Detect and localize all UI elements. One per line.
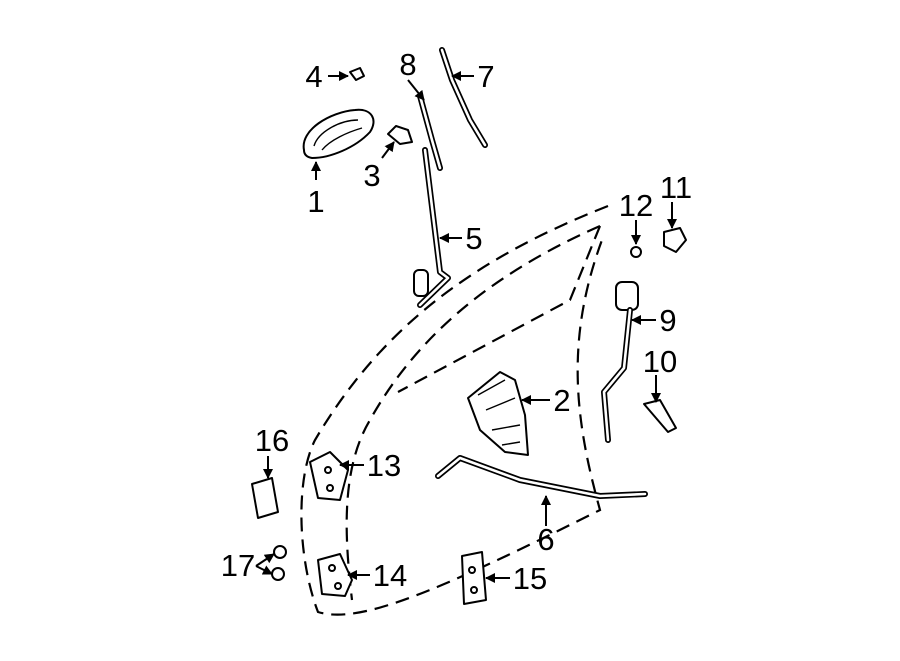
callout-5: 5 <box>465 221 482 256</box>
part-8-rod <box>417 93 443 171</box>
callout-13: 13 <box>367 448 401 483</box>
part-13-hinge <box>309 451 349 501</box>
part-11-bracket <box>663 227 687 253</box>
callout-4: 4 <box>305 59 322 94</box>
callout-6: 6 <box>537 522 554 557</box>
part-7-rod <box>439 47 488 148</box>
callout-3: 3 <box>363 158 380 193</box>
part-12-clip <box>630 246 642 258</box>
callout-14: 14 <box>373 558 407 593</box>
callout-16: 16 <box>255 423 289 458</box>
callout-1: 1 <box>307 184 324 219</box>
part-1-outside-handle <box>302 108 375 159</box>
part-17-plugs <box>271 545 287 581</box>
part-15-hinge <box>461 551 487 605</box>
part-3-clip <box>387 125 413 145</box>
part-2-latch <box>467 371 529 456</box>
callout-2: 2 <box>553 383 570 418</box>
leader-arrows <box>255 71 677 583</box>
callout-7: 7 <box>477 59 494 94</box>
callout-17: 17 <box>221 548 255 583</box>
part-14-hinge <box>317 553 353 597</box>
callout-8: 8 <box>399 47 416 82</box>
callout-12: 12 <box>619 188 653 223</box>
part-5-lock-rod <box>413 147 451 308</box>
door-outline <box>300 204 609 616</box>
callout-9: 9 <box>659 303 676 338</box>
part-4-clip <box>349 67 365 81</box>
callout-11: 11 <box>660 170 692 205</box>
callout-10: 10 <box>643 344 677 379</box>
part-6-rod <box>435 455 648 499</box>
part-9-rod <box>601 281 639 443</box>
part-16-bumper <box>251 477 279 519</box>
part-10-bracket <box>643 399 677 433</box>
callout-15: 15 <box>513 561 547 596</box>
